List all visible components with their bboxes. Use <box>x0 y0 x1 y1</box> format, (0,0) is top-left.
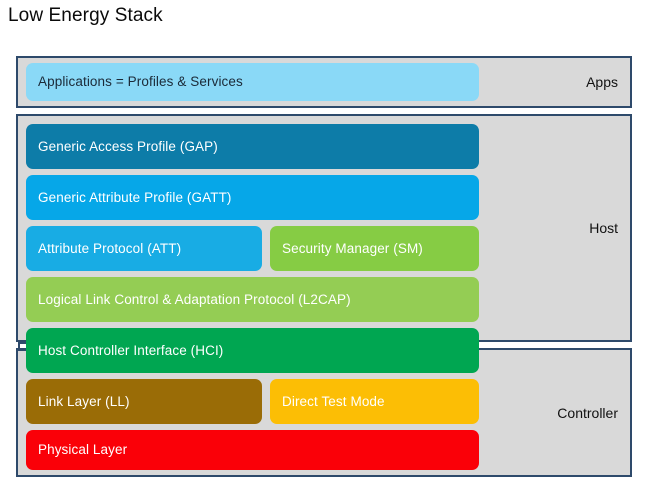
layer-security-manager: Security Manager (SM) <box>270 226 479 271</box>
layer-hci: Host Controller Interface (HCI) <box>26 328 479 373</box>
group-label-controller: Controller <box>557 404 618 421</box>
layer-att-label: Attribute Protocol (ATT) <box>38 240 182 256</box>
layer-direct-test-mode: Direct Test Mode <box>270 379 479 424</box>
layer-link-layer: Link Layer (LL) <box>26 379 262 424</box>
layer-gatt-label: Generic Attribute Profile (GATT) <box>38 189 232 205</box>
layer-physical-label: Physical Layer <box>38 442 128 458</box>
layer-applications-label: Applications = Profiles & Services <box>38 74 243 90</box>
group-label-apps: Apps <box>586 74 618 90</box>
layer-l2cap: Logical Link Control & Adaptation Protoc… <box>26 277 479 322</box>
group-label-host: Host <box>589 220 618 236</box>
layer-link-layer-label: Link Layer (LL) <box>38 393 130 409</box>
layer-security-manager-label: Security Manager (SM) <box>282 240 423 256</box>
layer-gap-label: Generic Access Profile (GAP) <box>38 138 218 154</box>
layer-att: Attribute Protocol (ATT) <box>26 226 262 271</box>
layer-applications: Applications = Profiles & Services <box>26 63 479 101</box>
layer-gap: Generic Access Profile (GAP) <box>26 124 479 169</box>
layer-gatt: Generic Attribute Profile (GATT) <box>26 175 479 220</box>
hci-connector-nub <box>18 342 28 351</box>
layer-l2cap-label: Logical Link Control & Adaptation Protoc… <box>38 291 351 307</box>
page-title: Low Energy Stack <box>8 5 163 26</box>
layer-hci-label: Host Controller Interface (HCI) <box>38 342 224 358</box>
layer-direct-test-mode-label: Direct Test Mode <box>282 393 385 409</box>
layer-physical: Physical Layer <box>26 430 479 470</box>
